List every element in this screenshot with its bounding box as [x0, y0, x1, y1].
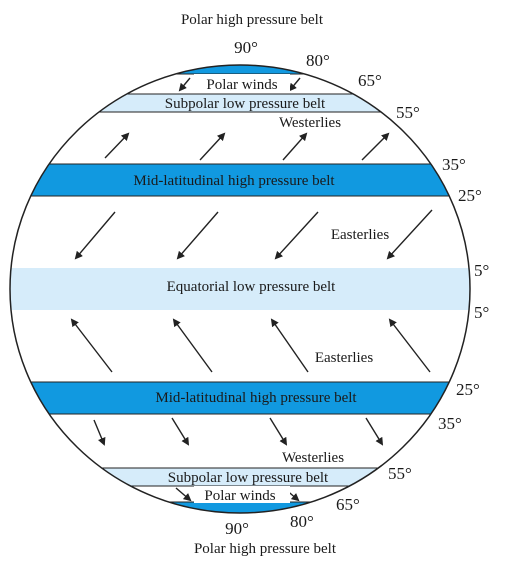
lat-n65: 65° [358, 71, 382, 90]
westerlies-label-bottom: Westerlies [282, 450, 344, 466]
equatorial-belt [10, 268, 470, 310]
mid-lat-label-top: Mid-latitudinal high pressure belt [133, 173, 335, 189]
lat-s5: 5° [474, 303, 489, 322]
lat-n90: 90° [234, 38, 258, 57]
arrow-westerly-bottom-3 [269, 417, 288, 446]
mid-lat-label-bottom: Mid-latitudinal high pressure belt [155, 390, 357, 406]
top-caption: Polar high pressure belt [181, 12, 324, 28]
lat-s65: 65° [336, 495, 360, 514]
polar-cap-bottom [10, 502, 470, 513]
lat-n5: 5° [474, 261, 489, 280]
mid-lat-belt-top [10, 163, 470, 197]
polar-winds-label-top-box: Polar winds [194, 74, 290, 93]
polar-winds-label-bottom: Polar winds [204, 488, 275, 504]
arrow-polar-bottom-1 [175, 487, 192, 502]
arrow-easterly-bottom-2 [172, 318, 213, 373]
polar-winds-label-top: Polar winds [206, 77, 277, 93]
arrow-easterly-top-3 [274, 211, 319, 260]
arrow-westerly-bottom-2 [171, 417, 190, 446]
arrow-polar-top-2 [288, 77, 301, 92]
arrow-westerly-top-3 [282, 132, 308, 161]
arrow-easterly-bottom-4 [388, 318, 431, 373]
arrow-polar-top-1 [178, 77, 191, 92]
latitude-labels: 90° 80° 65° 55° 35° 25° 5° 5° 25° 35° 55… [225, 38, 489, 538]
arrow-easterly-top-4 [386, 209, 433, 260]
lat-s55: 55° [388, 464, 412, 483]
arrow-easterly-top-2 [176, 211, 219, 260]
bottom-caption: Polar high pressure belt [194, 541, 337, 557]
easterlies-label-bottom: Easterlies [315, 350, 373, 366]
subpolar-label-bottom: Subpolar low pressure belt [168, 470, 329, 486]
lat-n25: 25° [458, 186, 482, 205]
wind-arrows [70, 77, 433, 502]
arrow-westerly-bottom-1 [93, 419, 106, 446]
arrow-easterly-bottom-3 [270, 318, 309, 373]
globe-outline [9, 64, 471, 514]
mid-lat-belt-bottom [10, 381, 470, 415]
subpolar-belt-top [10, 93, 470, 113]
subpolar-label-top: Subpolar low pressure belt [165, 96, 326, 112]
lat-n35: 35° [442, 155, 466, 174]
arrow-easterly-top-1 [74, 211, 116, 260]
arrow-westerly-top-2 [199, 132, 226, 161]
lat-n55: 55° [396, 103, 420, 122]
arrow-westerly-top-1 [104, 132, 130, 159]
arrow-westerly-top-4 [361, 132, 390, 161]
polar-cap-top [10, 65, 470, 74]
arrow-easterly-bottom-1 [70, 318, 113, 373]
belt-bands [10, 65, 470, 513]
lat-n80: 80° [306, 51, 330, 70]
equatorial-label: Equatorial low pressure belt [167, 279, 337, 295]
arrow-westerly-bottom-4 [365, 417, 384, 446]
lat-s25: 25° [456, 380, 480, 399]
easterlies-label-top: Easterlies [331, 227, 389, 243]
lat-s80: 80° [290, 512, 314, 531]
polar-winds-label-bottom-box: Polar winds [194, 486, 290, 504]
lat-s90: 90° [225, 519, 249, 538]
westerlies-label-top: Westerlies [279, 115, 341, 131]
lat-s35: 35° [438, 414, 462, 433]
